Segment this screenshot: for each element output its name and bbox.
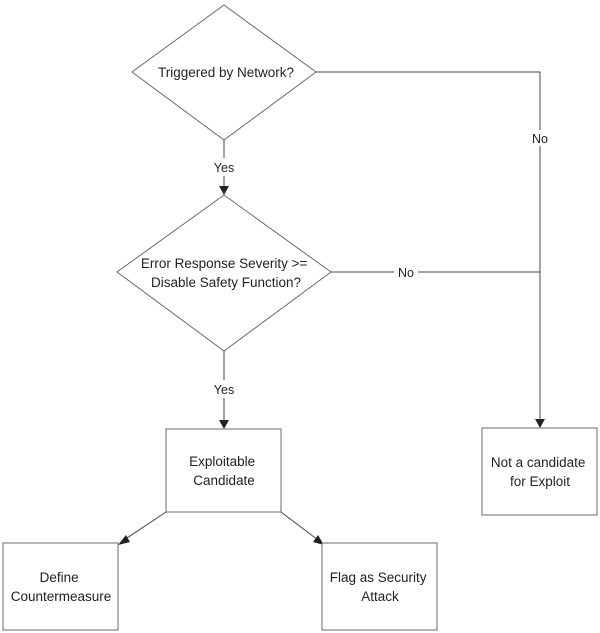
flag-security-attack-box: [321, 542, 438, 631]
arrowhead: [118, 535, 130, 545]
decision-severity-diamond: [116, 194, 332, 352]
edge-yes-severity-label: Yes: [214, 383, 234, 397]
exploitable-candidate-label: Exploitable Candidate: [189, 454, 259, 488]
not-candidate-label: Not a candidate for Exploit: [491, 455, 589, 489]
arrowhead: [219, 186, 229, 195]
decision-network-label: Triggered by Network?: [158, 65, 294, 80]
edge-yes-network-label: Yes: [214, 161, 234, 175]
flag-security-attack-label: Flag as Security Attack: [330, 570, 431, 604]
arrowhead: [535, 419, 545, 428]
edge-no-severity-label: No: [398, 266, 414, 280]
define-countermeasure-box: [2, 542, 119, 631]
edge-no-network-label: No: [532, 132, 548, 146]
edge-no-network: [316, 71, 541, 420]
not-candidate-box: [481, 427, 598, 516]
edge-to-define: [123, 511, 167, 541]
decision-severity-label: Error Response Severity >= Disable Safet…: [141, 256, 311, 290]
exploitable-candidate-box: [165, 428, 282, 513]
arrowhead: [219, 420, 229, 429]
arrowhead: [313, 535, 324, 545]
define-countermeasure-label: Define Countermeasure: [11, 570, 112, 604]
edge-to-flag: [280, 511, 319, 541]
